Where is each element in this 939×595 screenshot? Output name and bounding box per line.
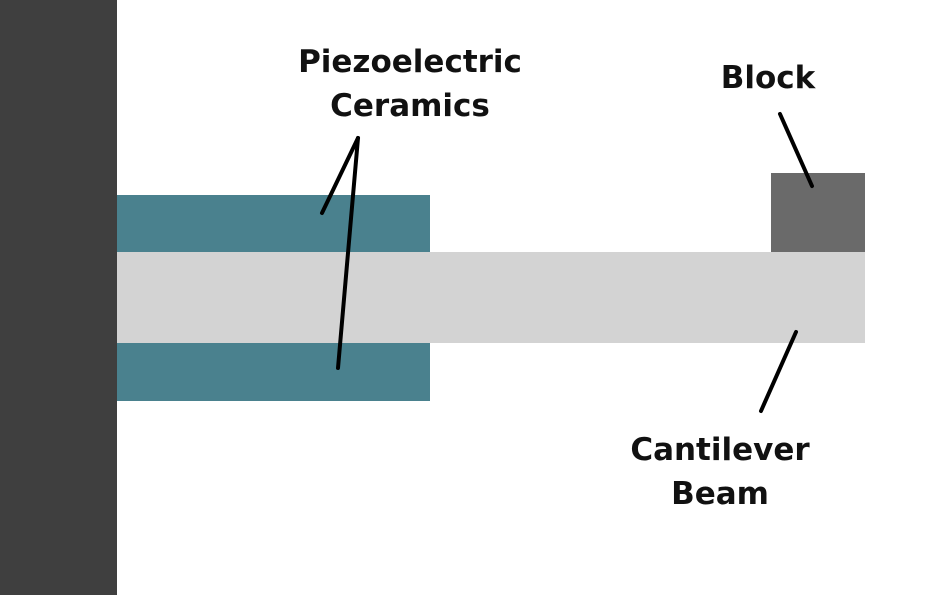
label-piezo-line1: Piezoelectric <box>298 44 522 80</box>
label-piezo-line2: Ceramics <box>330 88 490 125</box>
block-mass <box>771 173 865 252</box>
label-piezoelectric-ceramics: Piezoelectric Ceramics <box>280 40 540 128</box>
fixed-wall <box>0 0 117 595</box>
piezo-ceramic-top <box>117 195 430 252</box>
cantilever-beam <box>117 252 865 343</box>
label-beam-line1: Cantilever <box>630 432 810 468</box>
leader-beam <box>759 330 798 413</box>
label-block-text: Block <box>720 60 816 96</box>
label-cantilever-beam: Cantilever Beam <box>610 428 830 516</box>
piezo-ceramic-bottom <box>117 343 430 401</box>
label-block: Block <box>700 56 836 100</box>
label-beam-line2: Beam <box>671 476 769 513</box>
